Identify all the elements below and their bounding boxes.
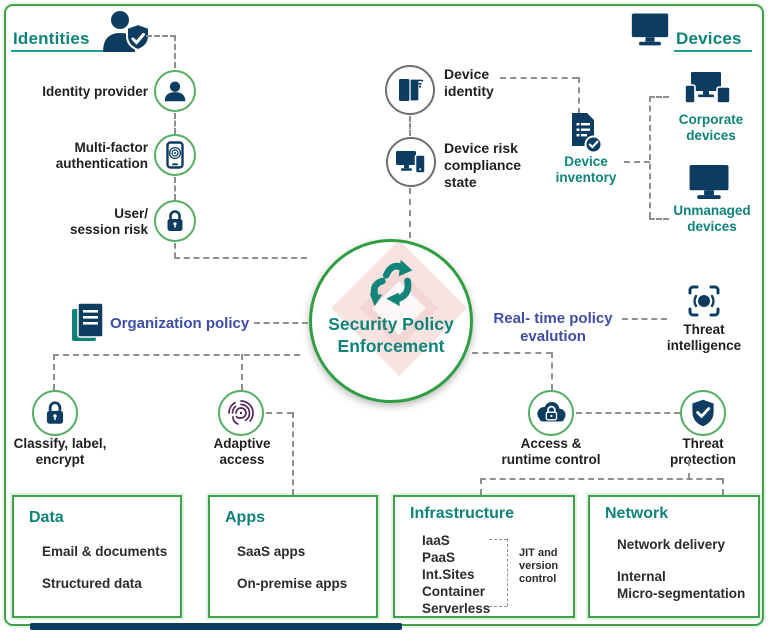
shield-check-icon bbox=[689, 398, 717, 428]
data-box-item: Email & documents bbox=[42, 544, 168, 559]
infrastructure-item: IaaS bbox=[422, 533, 450, 548]
person-shield-icon bbox=[100, 9, 152, 57]
organization-policy-label: Organization policy bbox=[110, 315, 250, 332]
mfa-phone-icon bbox=[163, 141, 187, 169]
cloud-lock-icon bbox=[534, 400, 568, 426]
devices-title: Devices bbox=[676, 29, 742, 48]
mfa-node bbox=[154, 134, 196, 176]
device-identity-label: Device identity bbox=[444, 66, 494, 100]
infrastructure-item: Container bbox=[422, 584, 486, 599]
connector-line bbox=[578, 77, 580, 114]
adaptive-access-label: Adaptive access bbox=[213, 436, 271, 468]
devices-underline bbox=[674, 50, 752, 52]
access-runtime-label: Access & runtime control bbox=[501, 436, 601, 468]
identity-provider-label: Identity provider bbox=[42, 84, 148, 99]
network-box-title: Network bbox=[605, 505, 669, 522]
classify-node bbox=[32, 390, 78, 436]
user-icon bbox=[162, 78, 188, 104]
connector-line bbox=[53, 354, 300, 356]
padlock-icon bbox=[42, 399, 68, 427]
connector-line bbox=[146, 35, 176, 37]
infrastructure-box-title: Infrastructure bbox=[410, 505, 515, 522]
data-box-item: Structured data bbox=[42, 576, 142, 591]
connector-line bbox=[551, 352, 553, 390]
mfa-label: Multi-factor authentication bbox=[55, 140, 148, 172]
connector-line bbox=[254, 322, 308, 324]
user-session-risk-node bbox=[154, 200, 196, 242]
threat-intelligence-label: Threat intelligence bbox=[666, 322, 742, 354]
fingerprint-icon bbox=[226, 398, 256, 428]
connector-line bbox=[507, 539, 508, 606]
device-inventory-icon bbox=[563, 111, 605, 155]
unmanaged-devices-icon bbox=[687, 163, 731, 200]
infrastructure-item: Int.Sites bbox=[422, 567, 475, 582]
connector-line bbox=[688, 460, 690, 479]
identity-provider-node bbox=[154, 70, 196, 112]
network-item: Internal Micro-segmentation bbox=[617, 569, 746, 601]
connector-line bbox=[409, 188, 411, 238]
infrastructure-item: PaaS bbox=[422, 550, 456, 565]
device-identity-node bbox=[385, 65, 435, 115]
connector-line bbox=[472, 352, 552, 354]
connector-line bbox=[649, 218, 669, 220]
identities-underline bbox=[11, 50, 116, 52]
device-risk-node bbox=[386, 137, 436, 187]
realtime-policy-label: Real- time policy evalution bbox=[493, 310, 613, 346]
network-box: Network Network delivery Internal Micro-… bbox=[588, 495, 760, 618]
connector-line bbox=[241, 354, 243, 390]
device-inventory-label: Device inventory bbox=[555, 154, 617, 186]
recycle-arrows-icon bbox=[362, 254, 424, 310]
connector-line bbox=[174, 113, 176, 134]
device-risk-icon bbox=[395, 147, 427, 177]
connector-line bbox=[624, 161, 650, 163]
connector-line bbox=[53, 354, 55, 390]
threat-protection-label: Threat protection bbox=[670, 436, 736, 468]
connector-line bbox=[480, 478, 482, 495]
connector-line bbox=[500, 77, 578, 79]
connector-line bbox=[722, 478, 724, 495]
infrastructure-box: Infrastructure IaaS PaaS Int.Sites Conta… bbox=[393, 495, 575, 618]
threat-intelligence-icon bbox=[686, 283, 722, 319]
jit-note: JIT and version control bbox=[519, 547, 559, 586]
connector-line bbox=[174, 257, 307, 259]
data-box: Data Email & documents Structured data bbox=[12, 495, 182, 618]
connector-line bbox=[292, 412, 294, 495]
connector-line bbox=[409, 116, 411, 136]
connector-line bbox=[480, 478, 722, 480]
connector-line bbox=[174, 243, 176, 258]
access-runtime-node bbox=[528, 390, 574, 436]
connector-line bbox=[489, 539, 507, 540]
user-session-risk-label: User/ session risk bbox=[69, 206, 148, 238]
connector-line bbox=[266, 412, 293, 414]
apps-box-title: Apps bbox=[225, 509, 265, 526]
connector-line bbox=[174, 35, 176, 68]
security-policy-enforcement-node: Security Policy Enforcement bbox=[309, 239, 473, 403]
connector-line bbox=[649, 96, 651, 218]
network-item: Network delivery bbox=[617, 537, 726, 552]
center-title: Security Policy Enforcement bbox=[328, 314, 454, 356]
connector-line bbox=[576, 412, 680, 414]
organization-policy-icon bbox=[70, 301, 106, 343]
device-risk-label: Device risk compliance state bbox=[444, 140, 522, 191]
data-box-title: Data bbox=[29, 509, 64, 526]
connector-line bbox=[174, 177, 176, 200]
connector-line bbox=[649, 96, 669, 98]
padlock-icon bbox=[163, 208, 187, 234]
corporate-devices-label: Corporate devices bbox=[678, 112, 744, 144]
identities-title: Identities bbox=[13, 29, 90, 48]
adaptive-access-node bbox=[218, 390, 264, 436]
unmanaged-devices-label: Unmanaged devices bbox=[673, 203, 751, 235]
corporate-devices-icon bbox=[683, 70, 731, 110]
infrastructure-item: Serverless bbox=[422, 601, 491, 616]
monitor-icon bbox=[630, 10, 670, 48]
footer-bar bbox=[30, 623, 402, 630]
connector-line bbox=[622, 318, 667, 320]
apps-box-item: SaaS apps bbox=[237, 544, 306, 559]
classify-label: Classify, label, encrypt bbox=[13, 436, 107, 468]
device-identity-icon bbox=[395, 75, 425, 105]
threat-protection-node bbox=[680, 390, 726, 436]
apps-box: Apps SaaS apps On-premise apps bbox=[208, 495, 378, 618]
connector-line bbox=[489, 606, 507, 607]
apps-box-item: On-premise apps bbox=[237, 576, 348, 591]
